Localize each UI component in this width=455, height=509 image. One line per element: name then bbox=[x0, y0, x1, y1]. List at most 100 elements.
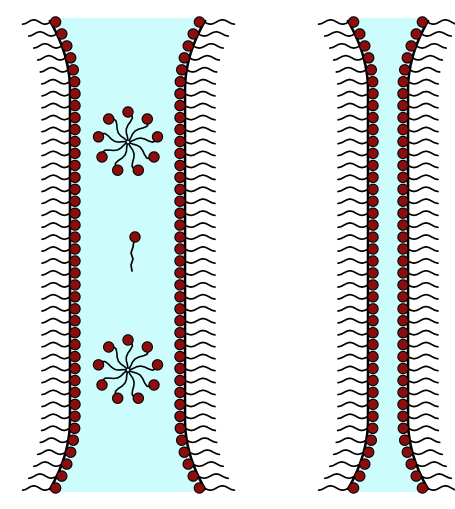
right-bilayer-tail bbox=[193, 44, 223, 48]
left-bilayer-tail bbox=[42, 295, 70, 299]
right-bilayer-narrow-tail bbox=[408, 127, 438, 131]
micelle-head bbox=[142, 342, 152, 352]
left-bilayer-head-group bbox=[66, 53, 76, 63]
right-bilayer-narrow-tail bbox=[410, 68, 440, 72]
right-bilayer-narrow-tail bbox=[408, 295, 438, 299]
left-bilayer-tail bbox=[42, 223, 70, 227]
right-bilayer-narrow-tail bbox=[408, 414, 438, 418]
right-bilayer-tail bbox=[185, 163, 215, 167]
left-bilayer-head-group bbox=[70, 411, 80, 421]
right-bilayer-narrow-tail bbox=[408, 402, 438, 406]
right-bilayer-tail bbox=[204, 20, 234, 24]
right-bilayer-narrow-head-group bbox=[398, 363, 408, 373]
left-bilayer-tail bbox=[42, 414, 70, 418]
right-bilayer-head-group bbox=[175, 411, 185, 421]
left-bilayer-narrow-tail bbox=[338, 187, 368, 191]
right-bilayer-narrow-head-group bbox=[402, 53, 412, 63]
right-bilayer-head-group bbox=[175, 292, 185, 302]
right-bilayer-head-group bbox=[175, 375, 185, 385]
right-bilayer-tail bbox=[185, 319, 215, 323]
right-bilayer-head-group bbox=[175, 339, 185, 349]
right-bilayer-head-group bbox=[175, 89, 185, 99]
left-bilayer-narrow-tail bbox=[338, 80, 368, 84]
left-bilayer-head-group bbox=[70, 328, 80, 338]
right-bilayer-tail bbox=[185, 80, 215, 84]
right-bilayer-narrow-tail bbox=[408, 199, 438, 203]
monomer-head bbox=[130, 232, 140, 242]
right-bilayer-head-group bbox=[188, 471, 198, 481]
right-bilayer-head-group bbox=[175, 328, 185, 338]
right-bilayer-narrow-head-group bbox=[398, 77, 408, 87]
right-bilayer-head-group bbox=[175, 160, 185, 170]
right-bilayer-narrow-head-group bbox=[398, 292, 408, 302]
micelle-head bbox=[113, 165, 123, 175]
left-bilayer-narrow-head-group bbox=[348, 17, 358, 27]
right-bilayer-membrane-line bbox=[185, 20, 206, 490]
left-bilayer-head-group bbox=[62, 459, 72, 469]
left-bilayer-narrow-tail bbox=[338, 354, 368, 358]
right-bilayer-tail bbox=[185, 354, 215, 358]
right-bilayer-narrow-tail bbox=[408, 378, 438, 382]
micelle-head bbox=[113, 393, 123, 403]
right-bilayer-narrow-tail bbox=[408, 235, 438, 239]
right-bilayer-narrow-head-group bbox=[398, 411, 408, 421]
right-bilayer-tail bbox=[185, 187, 215, 191]
left-bilayer-head-group bbox=[70, 77, 80, 87]
left-bilayer-head-group bbox=[70, 268, 80, 278]
right-bilayer-head-group bbox=[183, 459, 193, 469]
right-bilayer-head-group bbox=[175, 351, 185, 361]
left-bilayer-tail bbox=[29, 32, 57, 36]
right-bilayer-head-group bbox=[175, 316, 185, 326]
left-bilayer-tail bbox=[42, 331, 70, 335]
right-bilayer-head-group bbox=[175, 256, 185, 266]
right-bilayer-head-group bbox=[175, 244, 185, 254]
right-bilayer-narrow-head-group bbox=[417, 17, 427, 27]
right-bilayer-narrow-head-group bbox=[398, 89, 408, 99]
right-bilayer-head-group bbox=[194, 17, 204, 27]
left-bilayer-head-group bbox=[70, 172, 80, 182]
micelle-head bbox=[152, 132, 162, 142]
micelle-head bbox=[123, 107, 133, 117]
right-bilayer-tail bbox=[185, 283, 215, 287]
right-bilayer-narrow-head-group bbox=[398, 399, 408, 409]
left-bilayer-narrow-tail bbox=[338, 402, 368, 406]
right-bilayer-tail bbox=[185, 402, 215, 406]
left-bilayer-head-group bbox=[70, 100, 80, 110]
left-bilayer-tail bbox=[42, 307, 70, 311]
right-bilayer-narrow-head-group bbox=[402, 447, 412, 457]
right-bilayer-tail bbox=[193, 462, 223, 466]
left-bilayer-tail bbox=[42, 342, 70, 346]
right-bilayer-narrow-head-group bbox=[398, 208, 408, 218]
right-bilayer-narrow-tail bbox=[408, 163, 438, 167]
left-bilayer-narrow-tail bbox=[338, 378, 368, 382]
left-bilayer-head-group bbox=[70, 184, 80, 194]
left-bilayer-membrane-line bbox=[49, 20, 70, 490]
left-bilayer-narrow-head-group bbox=[348, 483, 358, 493]
left-bilayer-tail bbox=[42, 354, 70, 358]
left-bilayer-head-group bbox=[68, 435, 78, 445]
right-bilayer-narrow-tail bbox=[408, 92, 438, 96]
right-bilayer-tail bbox=[185, 199, 215, 203]
right-bilayer-narrow-tail bbox=[416, 462, 446, 466]
right-bilayer-narrow-head-group bbox=[417, 483, 427, 493]
right-bilayer-tail bbox=[185, 295, 215, 299]
right-bilayer-narrow-head-group bbox=[406, 459, 416, 469]
left-bilayer-head-group bbox=[50, 17, 60, 27]
left-bilayer-narrow-head-group bbox=[368, 244, 378, 254]
right-bilayer-tail bbox=[185, 151, 215, 155]
right-bilayer-narrow-head-group bbox=[400, 435, 410, 445]
right-bilayer-narrow-tail bbox=[421, 474, 451, 478]
right-bilayer-tail bbox=[185, 271, 215, 275]
left-bilayer-narrow-head-group bbox=[368, 256, 378, 266]
right-bilayer-head-group bbox=[183, 41, 193, 51]
right-bilayer-tail bbox=[185, 92, 215, 96]
right-bilayer-head-group bbox=[175, 363, 185, 373]
micelle-head bbox=[133, 393, 143, 403]
right-bilayer-narrow-head-group bbox=[398, 316, 408, 326]
micelle-head bbox=[133, 165, 143, 175]
left-bilayer-narrow-head-group bbox=[368, 89, 378, 99]
left-bilayer-tail bbox=[42, 259, 70, 263]
left-bilayer-narrow-head-group bbox=[368, 363, 378, 373]
left-bilayer-narrow-head-group bbox=[366, 435, 376, 445]
